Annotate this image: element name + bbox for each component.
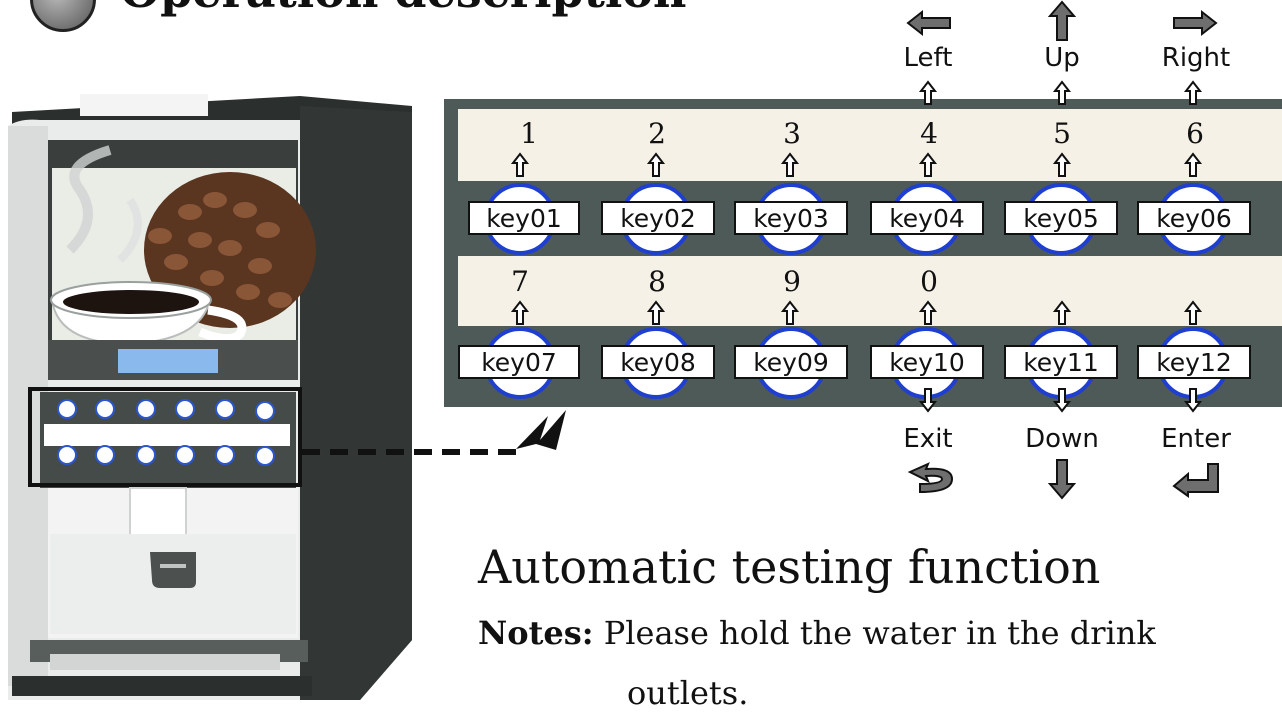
key06-up-arrow-icon [1185,153,1201,177]
key03-up-arrow-icon [782,153,798,177]
key10-number: 0 [920,265,938,298]
key10-up-arrow-icon [920,301,936,325]
enter-function-label: Enter [1161,424,1231,454]
key12-label: key12 [1137,345,1251,379]
key11-up-arrow-icon [1054,301,1070,325]
down-function-label: Down [1025,424,1099,454]
exit-return-icon [907,462,954,494]
key06-number: 6 [1186,117,1204,150]
key11-label: key11 [1004,345,1118,379]
automatic-testing-heading: Automatic testing function [478,540,1101,594]
key04-number: 4 [920,117,938,150]
key04-label: key04 [870,201,984,235]
right-function-label: Right [1161,43,1231,73]
key05-up-arrow-icon [1054,153,1070,177]
key08-up-arrow-icon [648,301,664,325]
key08-label: key08 [601,345,715,379]
key01-label: key01 [468,201,580,235]
key-panel-top-strip [458,109,1282,181]
key01-number: 1 [520,117,538,150]
key02-number: 2 [648,117,666,150]
key01-up-arrow-icon [512,153,528,177]
left-arrow-icon [906,9,951,37]
key08-number: 8 [648,265,666,298]
key-panel: key01 key02 key03 key04 key05 key06 key0… [444,99,1282,407]
key10-label: key10 [870,345,984,379]
left-link-arrow-icon [920,81,936,105]
up-arrow-icon [1047,0,1077,41]
key05-number: 5 [1053,117,1071,150]
key09-number: 9 [783,265,801,298]
right-arrow-icon [1173,9,1218,37]
key02-label: key02 [601,201,715,235]
notes-text-continued: outlets. [627,674,749,712]
down-arrow-icon [1047,459,1077,500]
key06-label: key06 [1137,201,1251,235]
pointer-arrow-icon [516,410,566,450]
key03-label: key03 [734,201,848,235]
enter-arrow-icon [1172,463,1219,498]
key12-up-arrow-icon [1185,301,1201,325]
right-link-arrow-icon [1185,81,1201,105]
notes-line: Notes: Please hold the water in the drin… [478,614,1156,652]
enter-link-arrow-icon [1185,388,1201,412]
left-function-label: Left [903,43,953,73]
key07-label: key07 [458,345,580,379]
exit-link-arrow-icon [920,388,936,412]
key04-up-arrow-icon [920,153,936,177]
coffee-machine-illustration [8,94,520,701]
section-title: Operation description [120,0,686,18]
up-link-arrow-icon [1054,81,1070,105]
up-function-label: Up [1044,43,1080,73]
exit-function-label: Exit [903,424,953,454]
key02-up-arrow-icon [648,153,664,177]
key07-up-arrow-icon [512,301,528,325]
notes-text: Please hold the water in the drink [603,614,1156,652]
down-link-arrow-icon [1054,388,1070,412]
key03-number: 3 [783,117,801,150]
key09-label: key09 [734,345,848,379]
notes-label: Notes: [478,614,594,652]
key-panel-bottom-strip [458,256,1282,326]
key05-label: key05 [1004,201,1118,235]
key09-up-arrow-icon [782,301,798,325]
key07-number: 7 [511,265,529,298]
